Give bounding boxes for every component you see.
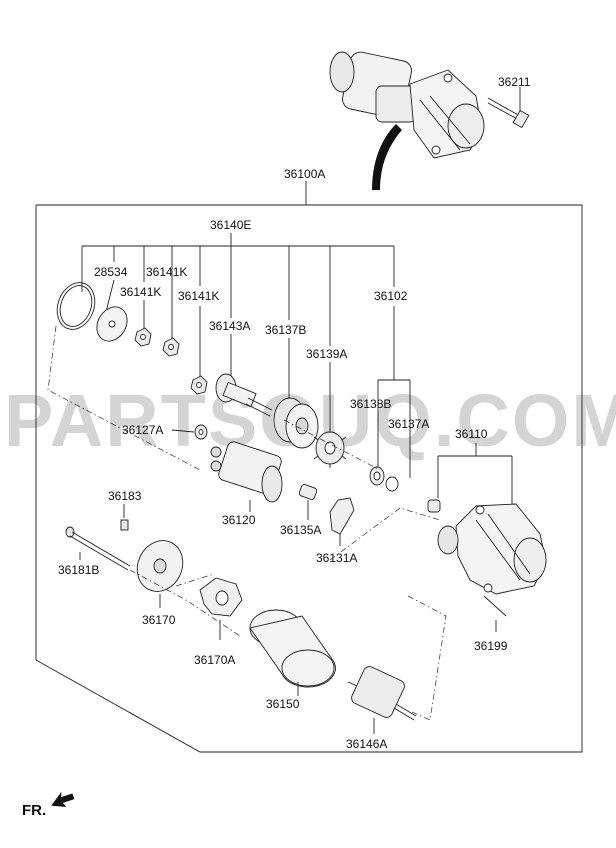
screw-36183-image [120,519,129,531]
front-housing-36110-image [437,503,547,595]
callout-36211[interactable]: 36211 [498,75,531,89]
front-arrow-icon [51,791,75,807]
callout-36183[interactable]: 36183 [108,489,142,503]
callout-36138B[interactable]: 36138B [350,397,391,411]
bolt-36211-image [487,97,530,129]
callout-36131A[interactable]: 36131A [316,551,357,565]
solenoid-36120-image [210,441,283,503]
assembly-arrow [372,124,402,190]
front-direction-label: FR. [22,802,46,819]
plunger-36135A-image [298,484,318,500]
washer-28534-image [96,306,128,342]
callout-36141K-1[interactable]: 36141K [146,265,187,279]
through-bolt-36181B-image [65,526,131,571]
ring-36137A-image [385,476,399,492]
callout-36141K-2[interactable]: 36141K [120,285,161,299]
assembly-frame [35,204,583,753]
callout-36135A[interactable]: 36135A [280,523,321,537]
callout-36170A[interactable]: 36170A [194,653,235,667]
callout-36199[interactable]: 36199 [474,639,508,653]
callout-36139A[interactable]: 36139A [306,347,347,361]
end-cover-36170-image [136,540,184,592]
pin-36199-image [483,595,507,617]
brush-holder-36170A-image [199,577,243,617]
callout-36120[interactable]: 36120 [222,513,256,527]
callout-36102[interactable]: 36102 [374,289,408,303]
callout-36100A[interactable]: 36100A [284,167,325,181]
callout-36141K-3[interactable]: 36141K [178,289,219,303]
callout-36146A[interactable]: 36146A [346,737,387,751]
starter-assembly-image [329,51,485,159]
callout-28534[interactable]: 28534 [94,265,128,279]
washer-36127A-image [194,424,208,440]
callout-36170[interactable]: 36170 [142,613,176,627]
callout-36140E[interactable]: 36140E [210,218,251,232]
bushing-36138B-image [369,466,385,486]
nut-36141K-3-image [190,375,208,395]
lever-36131A-image [329,497,355,535]
callout-36127A[interactable]: 36127A [122,423,163,437]
nut-36141K-2-image [162,337,180,357]
shaft-36143A-image [215,373,273,417]
clutch-36137B-image [273,397,319,449]
callout-36150[interactable]: 36150 [266,697,300,711]
o-ring-image [56,282,96,330]
nut-36141K-1-image [134,327,152,347]
armature-36146A-image [347,666,417,721]
callout-36137B[interactable]: 36137B [265,323,306,337]
callout-36137A[interactable]: 36137A [388,417,429,431]
yoke-36150-image [249,609,336,688]
callout-36110[interactable]: 36110 [455,427,488,441]
callout-36181B[interactable]: 36181B [58,563,99,577]
bushing-36110-image [427,499,441,513]
callout-36143A[interactable]: 36143A [209,319,250,333]
